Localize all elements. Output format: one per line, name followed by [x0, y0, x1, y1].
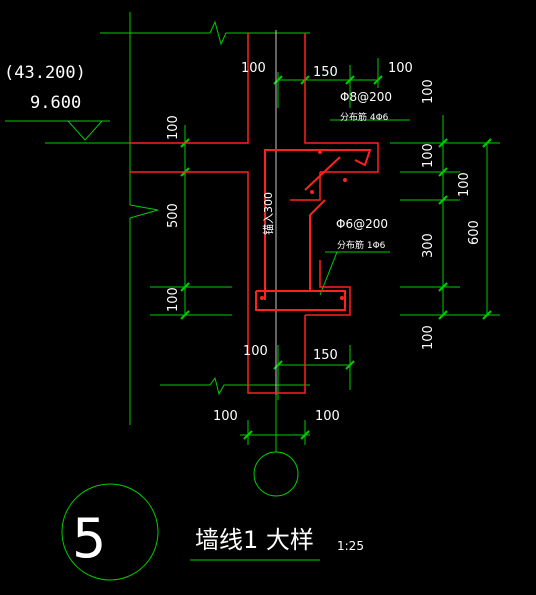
dim-top-wall: 100 [241, 61, 266, 76]
dim-bottom-left-100: 100 [213, 409, 238, 424]
rebar [255, 149, 372, 311]
rebar-lower-dist: 分布筋 1Φ6 [337, 239, 386, 251]
dim-left-500: 500 [166, 203, 181, 228]
dim-right-100-a: 100 [421, 143, 436, 168]
rebar-anchor: 锚入300 [261, 192, 275, 235]
dim-bottom-wall: 100 [243, 344, 268, 359]
dim-right-lower-100: 100 [421, 325, 436, 350]
detail-scale: 1:25 [337, 539, 364, 553]
dim-right-100-b: 100 [457, 172, 472, 197]
dim-top-150: 150 [313, 65, 338, 80]
rebar-upper-dist: 分布筋 4Φ6 [340, 111, 389, 123]
detail-title: 墙线1 大样 [195, 526, 314, 554]
rebar-upper-main: Φ8@200 [340, 90, 392, 104]
dim-left-100-bottom: 100 [166, 287, 181, 312]
dim-right-300: 300 [421, 233, 436, 258]
dim-right-600: 600 [467, 220, 482, 245]
elevation-lower: 9.600 [30, 93, 81, 113]
concrete-outline [130, 33, 379, 394]
dim-bottom-150: 150 [313, 348, 338, 363]
dim-left-100-top: 100 [166, 115, 181, 140]
rebar-lower-main: Φ6@200 [336, 217, 388, 231]
dim-top-100: 100 [388, 61, 413, 76]
rebar-dots [260, 150, 347, 300]
elevation-upper: (43.200) [4, 63, 86, 83]
dim-right-upper-100: 100 [421, 79, 436, 104]
dim-bottom-right-100: 100 [315, 409, 340, 424]
detail-number: 5 [72, 507, 106, 570]
